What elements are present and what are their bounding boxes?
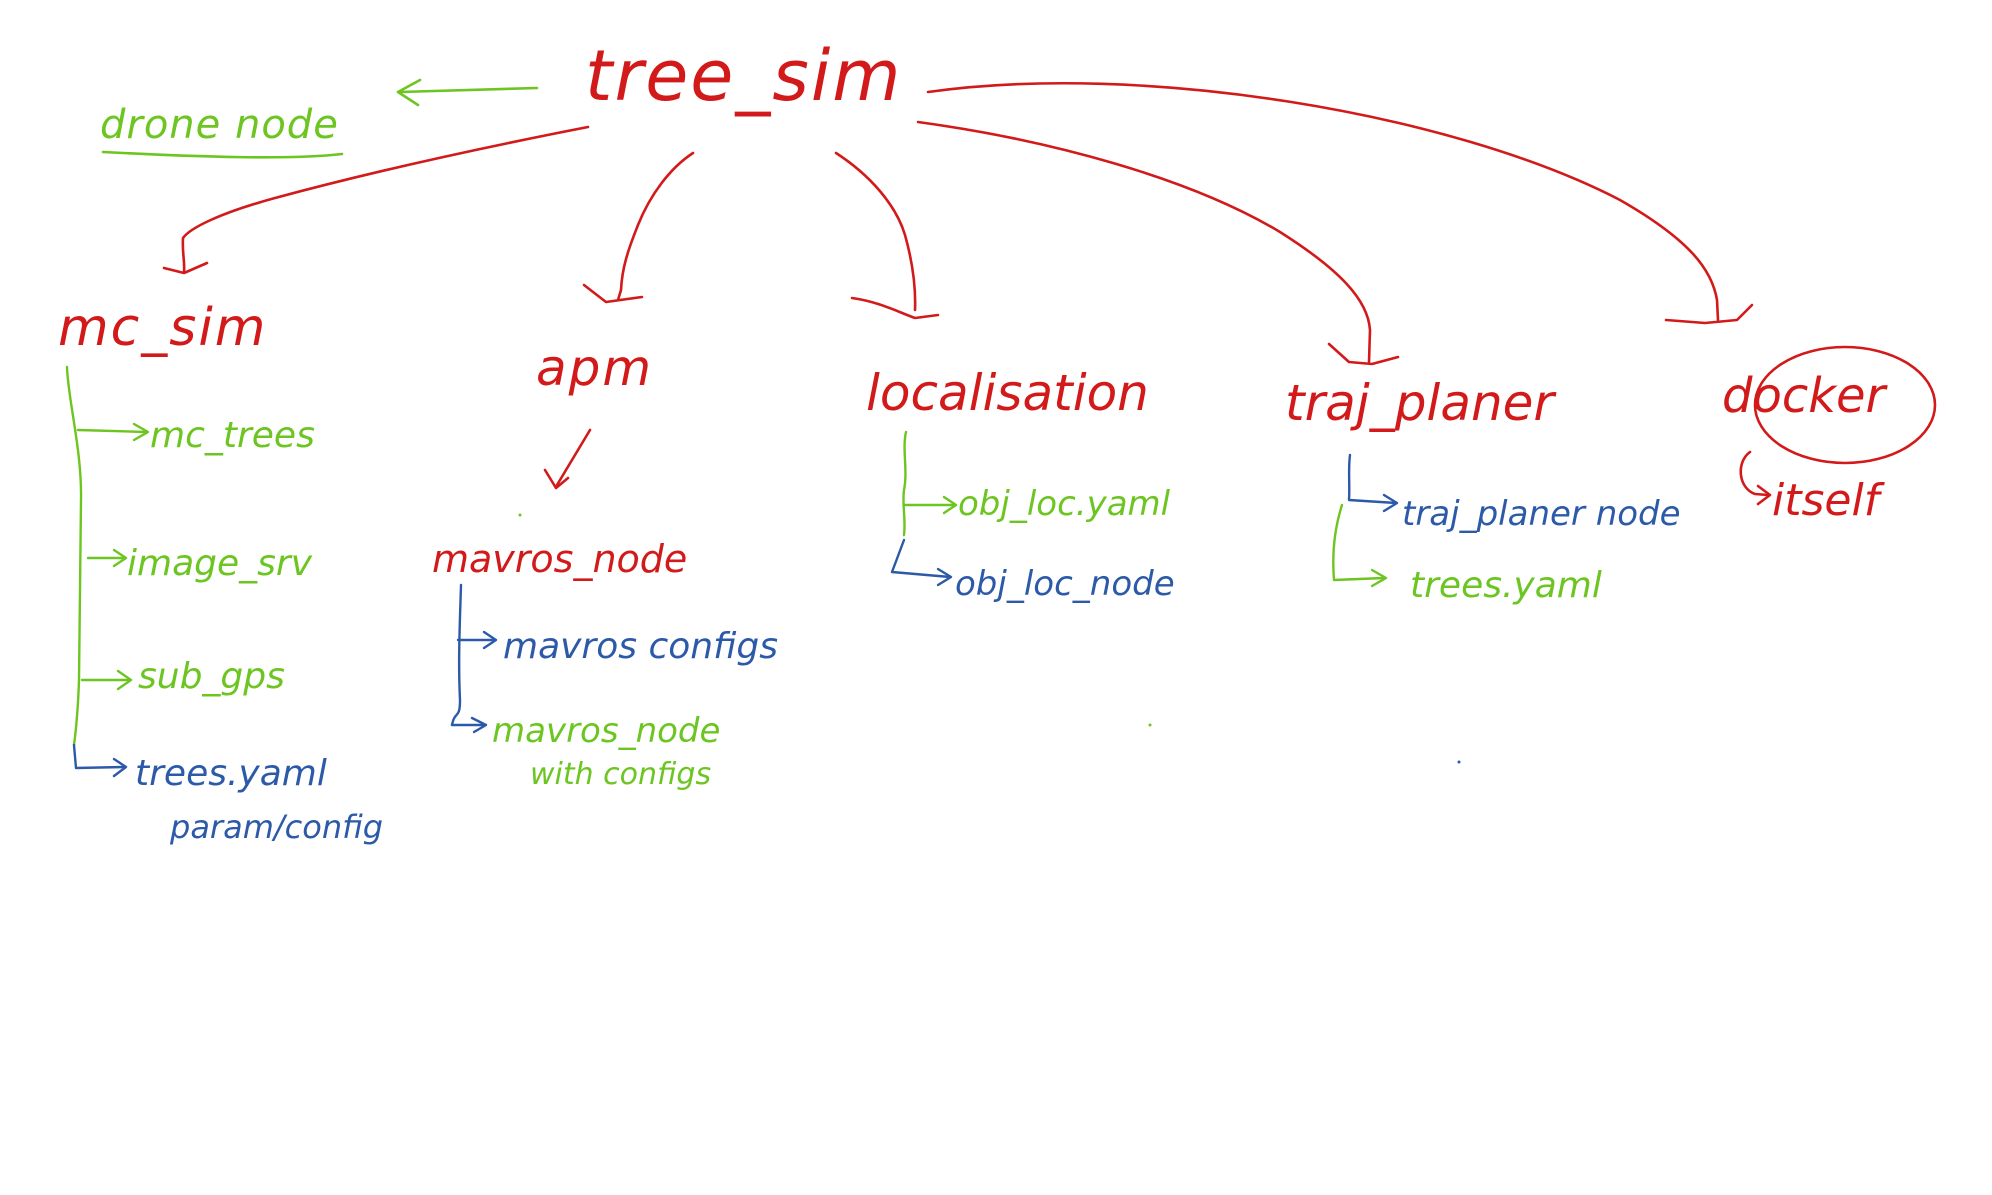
mavros-trunk (450, 583, 463, 727)
pen-dot (518, 513, 522, 517)
localisation-trunk (902, 430, 908, 537)
arrowhead-itself (1756, 484, 1772, 506)
pen-dot (1148, 723, 1152, 727)
arrowhead-traj-trees-yaml (1370, 568, 1388, 588)
arrowhead-trees-yaml (112, 757, 128, 778)
mc-trees-label: mc_trees (150, 415, 315, 456)
traj-planer-trunk (1347, 453, 1398, 505)
param-config-label: param/config (169, 808, 383, 846)
docker-label: docker (1722, 368, 1889, 424)
arrow-to-docker (926, 81, 1720, 322)
arrowhead-image-srv (112, 548, 128, 568)
traj-planer-node-label: traj_planer node (1402, 494, 1681, 534)
arrow-to-mc-sim (181, 125, 590, 274)
trees-yaml-label: trees.yaml (135, 753, 327, 794)
traj-planer-label: traj_planer (1285, 374, 1557, 432)
obj-loc-node-label: obj_loc_node (955, 564, 1175, 604)
arrow-to-drone-node (398, 86, 539, 94)
itself-label: itself (1772, 475, 1886, 526)
traj-planer-tree (1332, 453, 1399, 588)
arrowhead-obj-loc-yaml (942, 495, 958, 515)
drone-node-underline (101, 150, 344, 159)
obj-loc-yaml-label: obj_loc.yaml (958, 484, 1171, 524)
arrowhead-mc-trees (132, 422, 150, 442)
drone-node-label: drone node (100, 102, 339, 148)
arrowhead-docker (1664, 303, 1754, 325)
mavros-configs-label: mavros configs (503, 626, 778, 667)
mc-sim-tree (65, 365, 150, 778)
arrow-docker-to-itself (1739, 450, 1770, 497)
localisation-label: localisation (866, 364, 1149, 422)
arrowhead-mavros-node (470, 716, 488, 734)
arrowhead-localisation (850, 296, 940, 320)
image-srv-label: image_srv (127, 543, 313, 584)
arrow-apm-to-mavros (555, 428, 592, 487)
mavros-node-child-label: mavros_node (492, 711, 720, 751)
arrowhead-mc-sim (162, 261, 209, 275)
with-configs-label: with configs (530, 757, 711, 792)
localisation-tree (890, 430, 958, 587)
arrowhead-apm (582, 283, 644, 304)
sub-gps-label: sub_gps (138, 656, 285, 697)
arrowhead-obj-loc-node (936, 567, 953, 587)
arrowhead-sub-gps (116, 669, 133, 691)
pen-dot (1457, 760, 1461, 764)
arrow-to-traj-planer (916, 120, 1372, 364)
branch-mc-trees (76, 428, 148, 434)
arrowhead-traj-planer (1327, 342, 1400, 366)
mc-sim-label: mc_sim (58, 298, 267, 358)
arrow-to-apm (616, 151, 695, 302)
mavros-node-label: mavros_node (432, 537, 687, 581)
drone-node-connectors (101, 78, 539, 159)
traj-trees-yaml-label: trees.yaml (1410, 565, 1602, 606)
mc-sim-trunk (65, 365, 83, 747)
arrowhead-drone-node (396, 78, 422, 107)
branch-obj-loc-node (890, 538, 952, 579)
root-label: tree_sim (585, 35, 902, 117)
apm-label: apm (536, 339, 653, 397)
arrowhead-mavros (543, 468, 570, 490)
branch-trees-yaml (72, 743, 126, 770)
mavros-tree (450, 583, 498, 734)
docker-circle (1753, 345, 1937, 465)
root-connectors (162, 81, 1937, 506)
branch-traj-trees-yaml (1332, 503, 1386, 582)
arrowhead-traj-planer-node (1382, 493, 1399, 513)
arrow-to-localisation (834, 151, 917, 312)
arrowhead-mavros-configs (482, 630, 498, 650)
